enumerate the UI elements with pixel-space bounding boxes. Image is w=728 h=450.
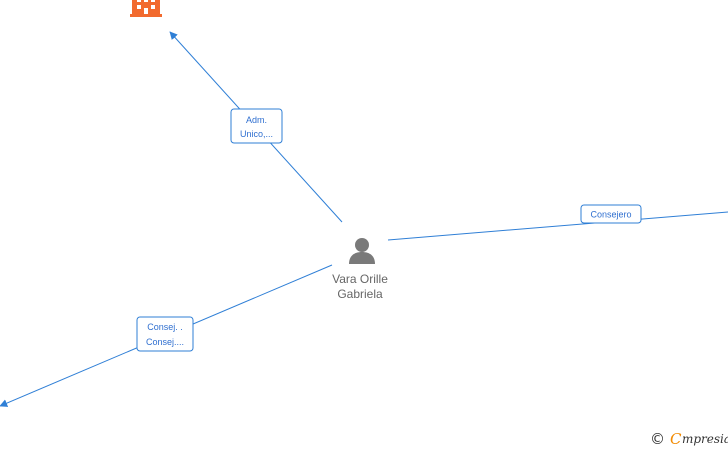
brand-name: mpresia — [682, 432, 728, 446]
edge-label-text: Consej.... — [146, 337, 184, 347]
edge-label-text: Consej. . — [147, 322, 183, 332]
brand-logo: © C mpresia — [650, 430, 728, 448]
brand-initial: C — [670, 430, 682, 448]
copyright-icon: © — [650, 430, 665, 448]
person-name-line2: Gabriela — [337, 287, 383, 301]
person-name-line1: Vara Orille — [332, 272, 388, 286]
edge-label-text: Adm. — [246, 115, 267, 125]
edge-consejero — [387, 211, 728, 241]
person-node[interactable]: Vara Orille Gabriela — [332, 238, 388, 301]
edge-label-text: Unico,... — [240, 129, 273, 139]
edge-label-text: Consejero — [590, 210, 631, 220]
company-node[interactable] — [130, 0, 162, 17]
edge-label-consejero[interactable]: Consejero — [580, 204, 642, 224]
edge-label-adm-unico[interactable]: Adm. Unico,... — [230, 108, 283, 144]
building-icon — [130, 0, 162, 17]
person-icon — [349, 238, 375, 264]
edge-label-consej[interactable]: Consej. . Consej.... — [136, 316, 194, 352]
